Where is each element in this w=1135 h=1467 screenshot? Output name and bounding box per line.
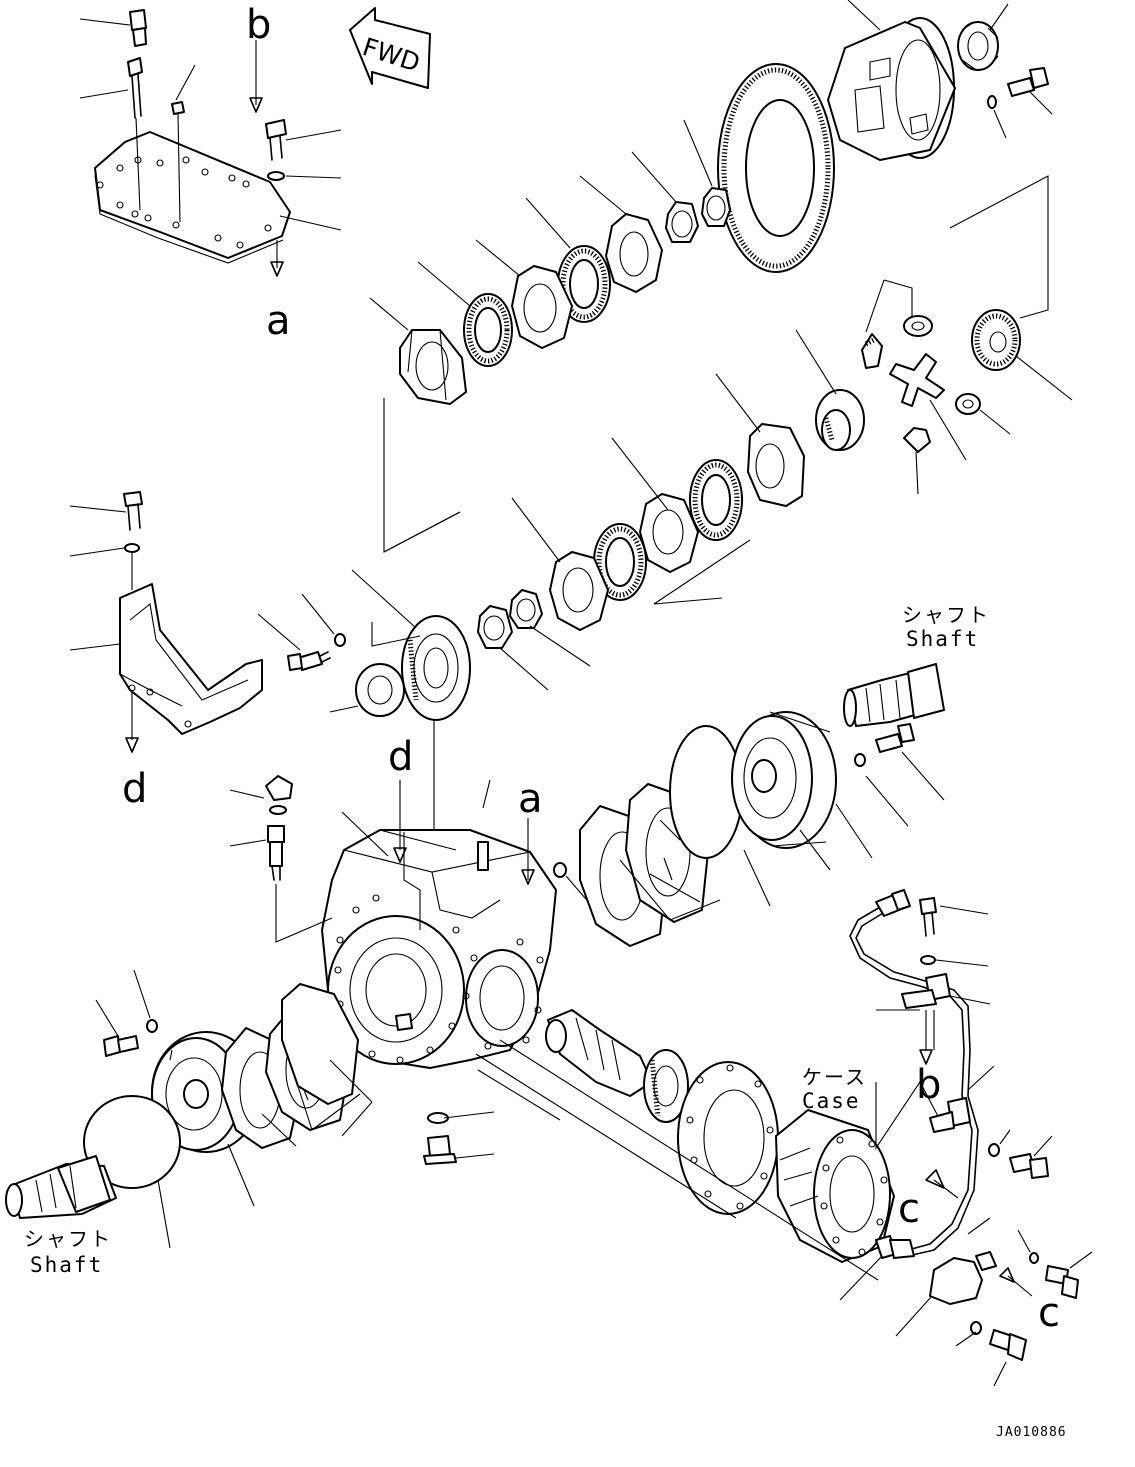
o-ring-left [83, 1095, 181, 1189]
bearing-axle [643, 1049, 689, 1123]
friction-disc-lower-2 [593, 523, 647, 601]
callout-b-top: b [246, 2, 271, 48]
harness-clip-lower [929, 1097, 971, 1133]
shim-upper-2 [665, 201, 699, 243]
shaft-right [843, 663, 945, 727]
separator-plate-upper-2 [511, 265, 573, 349]
diff-bolt-washer [987, 67, 1049, 109]
bracket-bolt [123, 491, 143, 553]
leader-lines-lower-discs [383, 437, 751, 605]
leader-lines-housing [229, 780, 535, 1159]
clutch-housing-upper [399, 329, 467, 405]
callout-d-left: d [122, 766, 147, 812]
drain-plug [423, 1112, 457, 1165]
separator-plate-lower-2 [549, 551, 609, 631]
top-cover-plate [94, 131, 291, 264]
axle-centerlines [475, 1039, 941, 1281]
leader-lines-bracket [69, 505, 139, 753]
shim-lower-2 [477, 605, 513, 649]
harness-clip-upper [901, 973, 951, 1050]
leader-lines-top-left [79, 18, 342, 277]
leader-lines-diff-gears [715, 175, 1073, 495]
differential-case [827, 17, 956, 161]
left-cover-bolt [103, 1019, 158, 1057]
callout-d-mid: d [388, 734, 413, 780]
cover-bolt-long [127, 57, 143, 211]
o-ring-right [669, 725, 743, 859]
shim-upper-1 [701, 187, 731, 227]
housing-washer [553, 862, 593, 907]
cover-bolt-right [265, 119, 287, 181]
pinion-gear-1 [861, 333, 883, 369]
callout-c-lower: c [1038, 1290, 1060, 1336]
right-cover-bolt [854, 723, 915, 767]
leader-lines-upper-discs [369, 0, 1053, 553]
shaft-right-jp-label: シャフト [902, 603, 990, 627]
brake-cover-right [731, 711, 837, 849]
bearing-top-right [957, 21, 999, 71]
pinion-gear-2 [903, 427, 931, 453]
shaft-left [5, 1155, 117, 1219]
pinion-washer-2 [955, 393, 981, 415]
sensor-harness [849, 889, 979, 1259]
breather-cap [265, 775, 293, 815]
fwd-arrow-icon: FWD [349, 7, 431, 89]
axle-housing [321, 829, 557, 1069]
sensor-bracket [929, 1251, 997, 1305]
bearing-carrier [401, 615, 471, 721]
harness-bolts [919, 897, 1079, 1361]
shim-lower-1 [509, 589, 543, 629]
guard-bracket [119, 583, 263, 735]
cover-small-plug [171, 101, 185, 223]
cover-plug-top [129, 9, 147, 47]
case-jp-label: ケース [802, 1065, 867, 1089]
friction-disc-upper-2 [463, 293, 513, 367]
shaft-left-en-label: Shaft [30, 1253, 103, 1277]
leader-lines-left-final [95, 969, 373, 1249]
spider-cross [889, 353, 945, 407]
ring-gear [717, 63, 835, 273]
axle-case [775, 1109, 895, 1263]
bearing-left [355, 663, 405, 717]
friction-disc-lower-1 [689, 459, 743, 541]
breather-fitting [267, 825, 333, 943]
leader-lines-right-final [619, 751, 945, 921]
carrier-bolt [287, 633, 346, 671]
case-en-label: Case [802, 1089, 861, 1113]
separator-plate-upper-1 [605, 213, 663, 293]
callout-c-upper: c [898, 1186, 920, 1232]
leader-lines-harness [839, 905, 1093, 1387]
callout-a-mid: a [518, 776, 543, 822]
side-gear-right [971, 309, 1021, 371]
pinion-washer-1 [903, 315, 933, 337]
drawing-code: JA010886 [996, 1425, 1067, 1440]
side-gear-left [815, 389, 865, 451]
clutch-hub [747, 423, 805, 507]
callout-a-top: a [266, 298, 291, 344]
dowel-pin [477, 779, 491, 871]
gasket-left-3 [281, 983, 359, 1105]
shaft-right-en-label: Shaft [906, 627, 979, 651]
shaft-left-jp-label: シャフト [24, 1227, 112, 1251]
axle-shaft [545, 1009, 653, 1097]
callout-b-right: b [916, 1062, 941, 1108]
